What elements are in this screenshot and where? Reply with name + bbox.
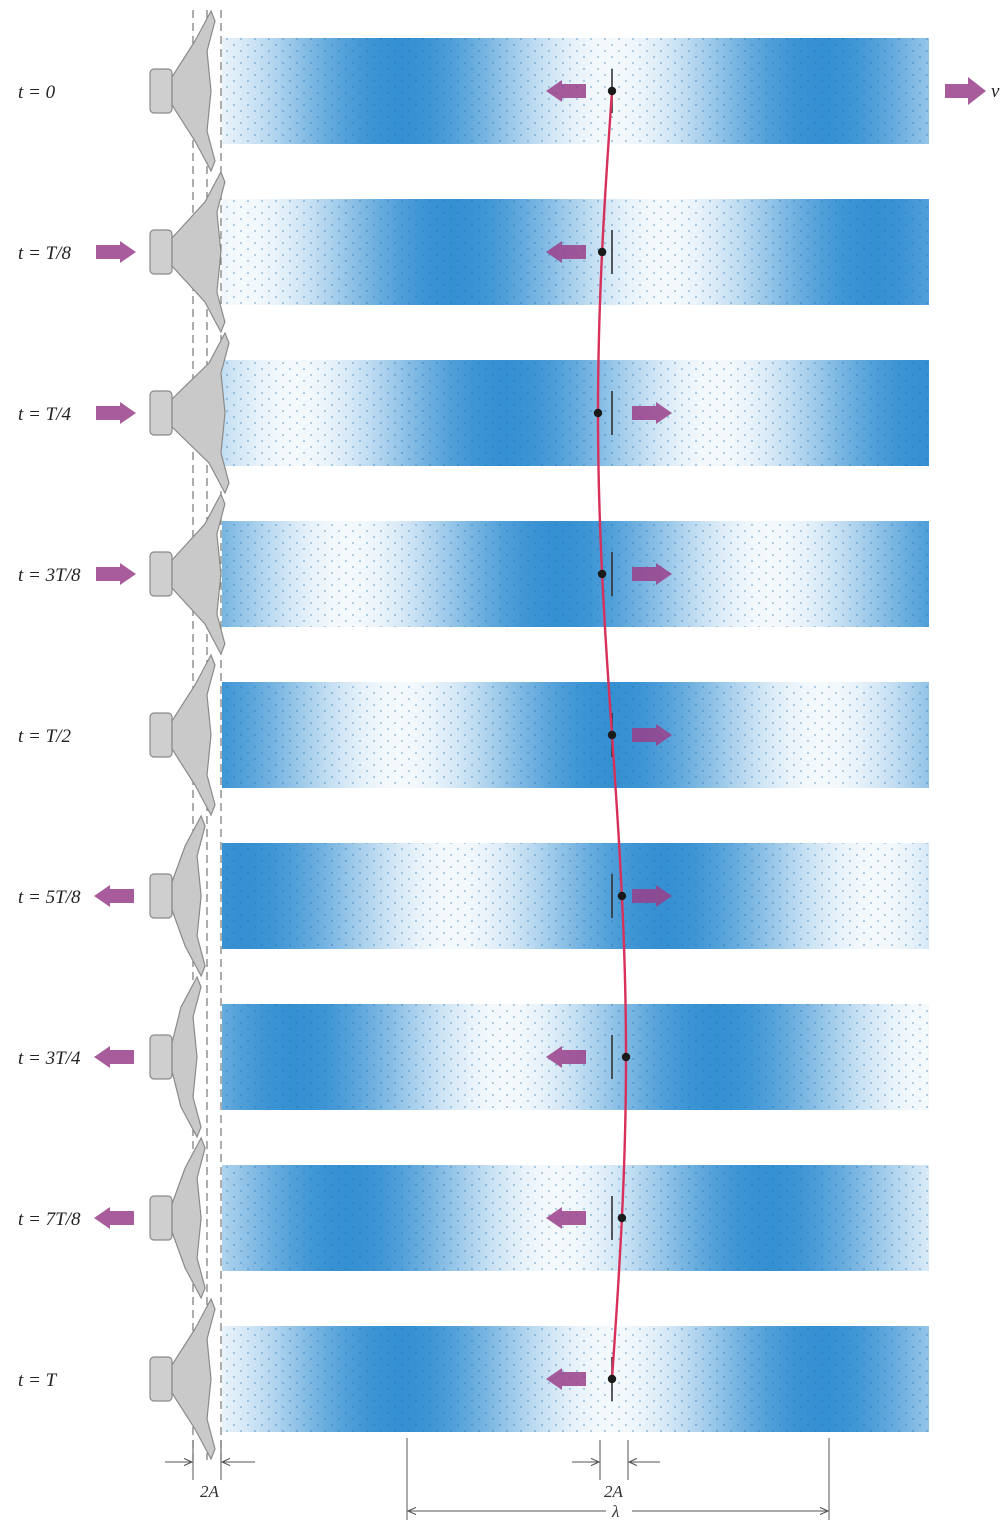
particle-dot: [607, 86, 617, 96]
wave-velocity-arrow: [945, 77, 986, 105]
particle-dot: [593, 408, 603, 418]
particle-dot: [621, 1052, 631, 1062]
speaker-icon: [149, 1297, 216, 1461]
speaker-icon: [149, 1136, 206, 1300]
particle-motion-arrow: [632, 563, 672, 585]
particle-motion-arrow: [632, 402, 672, 424]
time-label: t = 3T/8: [18, 565, 81, 586]
particle-motion-arrow: [546, 1046, 586, 1068]
wave-velocity-label: v: [991, 81, 1000, 102]
time-row: t = T/2: [18, 653, 929, 817]
wavelength-label: λ: [611, 1502, 619, 1521]
particle-motion-arrow: [546, 241, 586, 263]
time-label: t = 3T/4: [18, 1048, 81, 1069]
wavelength-dimension: [406, 1438, 830, 1520]
particle-motion-arrow: [546, 1207, 586, 1229]
particle-dot: [617, 1213, 627, 1223]
speaker-icon: [149, 975, 202, 1139]
particle-dot: [597, 569, 607, 579]
speaker-amplitude-label: 2A: [200, 1482, 220, 1501]
time-row: t = 3T/4: [18, 975, 929, 1139]
speaker-motion-arrow: [94, 1046, 134, 1068]
time-row: t = 3T/8: [18, 492, 929, 656]
air-molecules: [222, 521, 929, 627]
particle-amplitude-label: 2A: [604, 1482, 624, 1501]
particle-motion-arrow: [632, 724, 672, 746]
time-row: t = 7T/8: [18, 1136, 929, 1300]
speaker-icon: [149, 492, 226, 656]
air-molecules: [222, 843, 929, 949]
time-row: t = T/4: [18, 331, 929, 495]
particle-dot: [607, 730, 617, 740]
speaker-icon: [149, 170, 226, 334]
time-label: t = 7T/8: [18, 1209, 81, 1230]
time-label: t = T/2: [18, 726, 71, 747]
speaker-motion-arrow: [96, 563, 136, 585]
particle-motion-arrow: [546, 80, 586, 102]
time-label: t = 0: [18, 82, 56, 103]
time-row: t = 5T/8: [18, 814, 929, 978]
air-molecules: [222, 682, 929, 788]
speaker-icon: [149, 331, 230, 495]
time-row: t = 0: [18, 9, 929, 173]
speaker-motion-arrow: [94, 1207, 134, 1229]
speaker-icon: [149, 653, 216, 817]
speaker-motion-arrow: [96, 241, 136, 263]
particle-dot: [607, 1374, 617, 1384]
time-label: t = T/4: [18, 404, 71, 425]
particle-motion-arrow: [632, 885, 672, 907]
speaker-amplitude-dimension: [165, 1440, 255, 1480]
particle-motion-arrow: [546, 1368, 586, 1390]
speaker-motion-arrow: [96, 402, 136, 424]
time-label: t = 5T/8: [18, 887, 81, 908]
particle-dot: [617, 891, 627, 901]
time-row: t = T: [18, 1297, 929, 1461]
particle-dots: [593, 86, 631, 1384]
time-label: t = T/8: [18, 243, 71, 264]
time-row: t = T/8: [18, 170, 929, 334]
particle-amplitude-dimension: [572, 1440, 660, 1480]
air-molecules: [222, 360, 929, 466]
time-label: t = T: [18, 1370, 58, 1391]
speaker-icon: [149, 9, 216, 173]
time-rows: t = 0 t = T/8 t = T/4 t = 3T/8 t = T/2 t = 5T…: [18, 9, 929, 1461]
speaker-motion-arrow: [94, 885, 134, 907]
particle-dot: [597, 247, 607, 257]
speaker-icon: [149, 814, 206, 978]
